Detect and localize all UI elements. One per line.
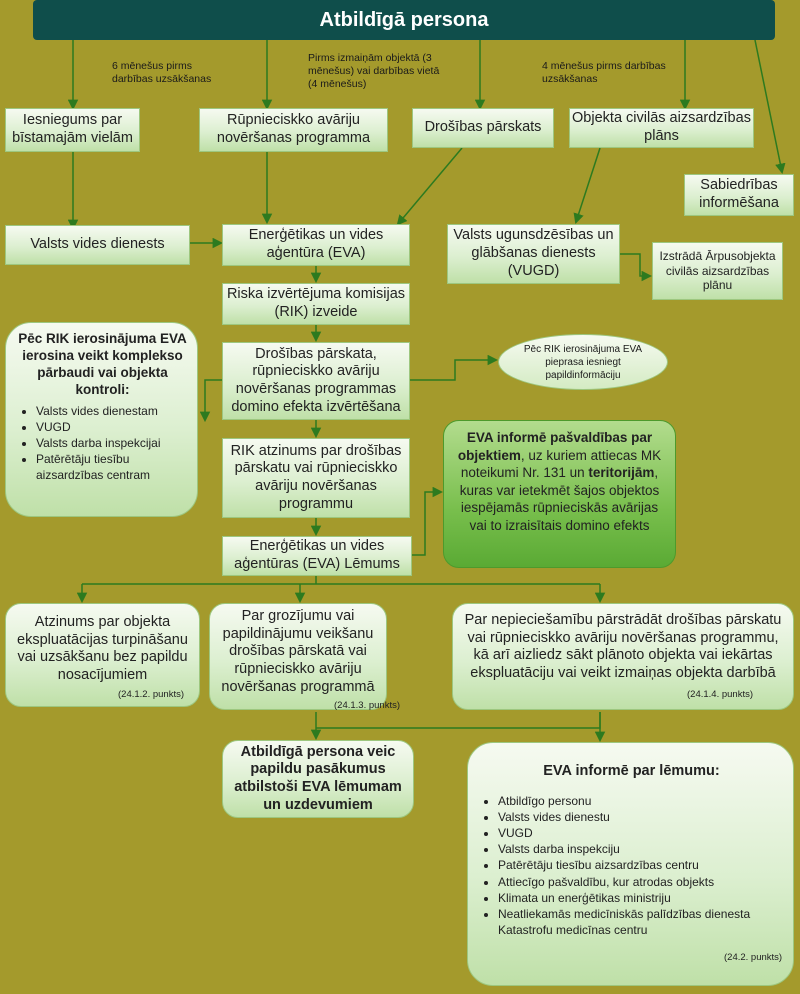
list-item: VUGD	[36, 419, 189, 435]
timing-note-3: 4 mēnešus pirms darbības uzsākšanas	[542, 60, 666, 86]
list-item: VUGD	[498, 825, 785, 841]
offsite-plan-box: Izstrādā Ārpusobjekta civilās aizsardzīb…	[652, 242, 783, 300]
timing-note-2: Pirms izmaiņām objektā (3 mēnešus) vai d…	[308, 52, 440, 91]
vugd-box: Valsts ugunsdzēsības un glābšanas dienes…	[447, 224, 620, 284]
inspection-heading: Pēc RIK ierosinājuma EVA ierosina veikt …	[18, 331, 187, 397]
list-item: Valsts darba inspekcijai	[36, 435, 189, 451]
civil-protection-plan-box: Objekta civilās aizsardzības plāns	[569, 108, 754, 148]
state-environmental-service-box: Valsts vides dienests	[5, 225, 190, 265]
list-item: Neatliekamās medicīniskās palīdzības die…	[498, 906, 785, 938]
page-title: Atbildīgā persona	[33, 0, 775, 40]
ref-24-1-4: (24.1.4. punkts)	[687, 689, 754, 700]
municipality-bold-1: EVA informē pašvaldības par objektiem	[457, 430, 653, 463]
list-item: Attiecīgo pašvaldību, kur atrodas objekt…	[498, 874, 785, 890]
eva-decision-box: Enerģētikas un vides aģentūras (EVA) Lēm…	[222, 536, 412, 576]
continue-operation-text: Atzinums par objekta ekspluatācijas turp…	[17, 614, 188, 684]
hazardous-substances-application-box: Iesniegums par bīstamajām vielām	[5, 108, 140, 152]
safety-report-box: Drošības pārskats	[412, 108, 554, 148]
municipality-info-box: EVA informē pašvaldības par objektiem, u…	[443, 420, 676, 568]
rework-text: Par nepieciešamību pārstrādāt drošības p…	[464, 612, 782, 682]
notification-list: Atbildīgo personu Valsts vides dienestu …	[478, 793, 785, 939]
municipality-text-1: , uz kuriem attiecas MK noteikumi Nr. 13…	[460, 447, 662, 481]
risk-commission-box: Riska izvērtējuma komisijas (RIK) izveid…	[222, 283, 410, 325]
list-item: Valsts vides dienestam	[36, 403, 189, 419]
timing-note-1: 6 mēnešus pirms darbības uzsākšanas	[112, 60, 212, 86]
eva-agency-box: Enerģētikas un vides aģentūra (EVA)	[222, 224, 410, 266]
additional-measures-box: Atbildīgā persona veic papildu pasākumus…	[222, 740, 414, 818]
list-item: Patērētāju tiesību aizsardzības centru	[498, 857, 785, 873]
municipality-text-2: , kuras var ietekmēt šajos objektos iesp…	[459, 465, 660, 533]
list-item: Klimata un enerģētikas ministriju	[498, 890, 785, 906]
rework-box: Par nepieciešamību pārstrādāt drošības p…	[452, 603, 794, 710]
list-item: Valsts vides dienestu	[498, 809, 785, 825]
continue-operation-box: Atzinums par objekta ekspluatācijas turp…	[5, 603, 200, 707]
list-item: Atbildīgo personu	[498, 793, 785, 809]
decision-notification-box: EVA informē par lēmumu: Atbildīgo person…	[467, 742, 794, 986]
public-information-box: Sabiedrības informēšana	[684, 174, 794, 216]
accident-prevention-programme-box: Rūpnieciskko avāriju novēršanas programm…	[199, 108, 388, 152]
inspection-box: Pēc RIK ierosinājuma EVA ierosina veikt …	[5, 322, 198, 517]
amendments-box: Par grozījumu vai papildinājumu veikšanu…	[209, 603, 387, 710]
notification-heading: EVA informē par lēmumu:	[543, 763, 720, 779]
evaluation-box: Drošības pārskata, rūpnieciskko avāriju …	[222, 342, 410, 420]
additional-info-ellipse: Pēc RIK ierosinājuma EVA pieprasa iesnie…	[498, 334, 668, 390]
ref-24-2: (24.2. punkts)	[724, 952, 783, 963]
municipality-bold-2: teritorijām	[588, 465, 655, 481]
list-item: Valsts darba inspekciju	[498, 841, 785, 857]
inspection-list: Valsts vides dienestam VUGD Valsts darba…	[16, 403, 189, 484]
ref-24-1-2: (24.1.2. punkts)	[118, 689, 185, 700]
list-item: Patērētāju tiesību aizsardzības centram	[36, 451, 189, 483]
ref-24-1-3: (24.1.3. punkts)	[334, 700, 401, 711]
amendments-text: Par grozījumu vai papildinājumu veikšanu…	[221, 608, 375, 695]
rik-opinion-box: RIK atzinums par drošības pārskatu vai r…	[222, 438, 410, 518]
